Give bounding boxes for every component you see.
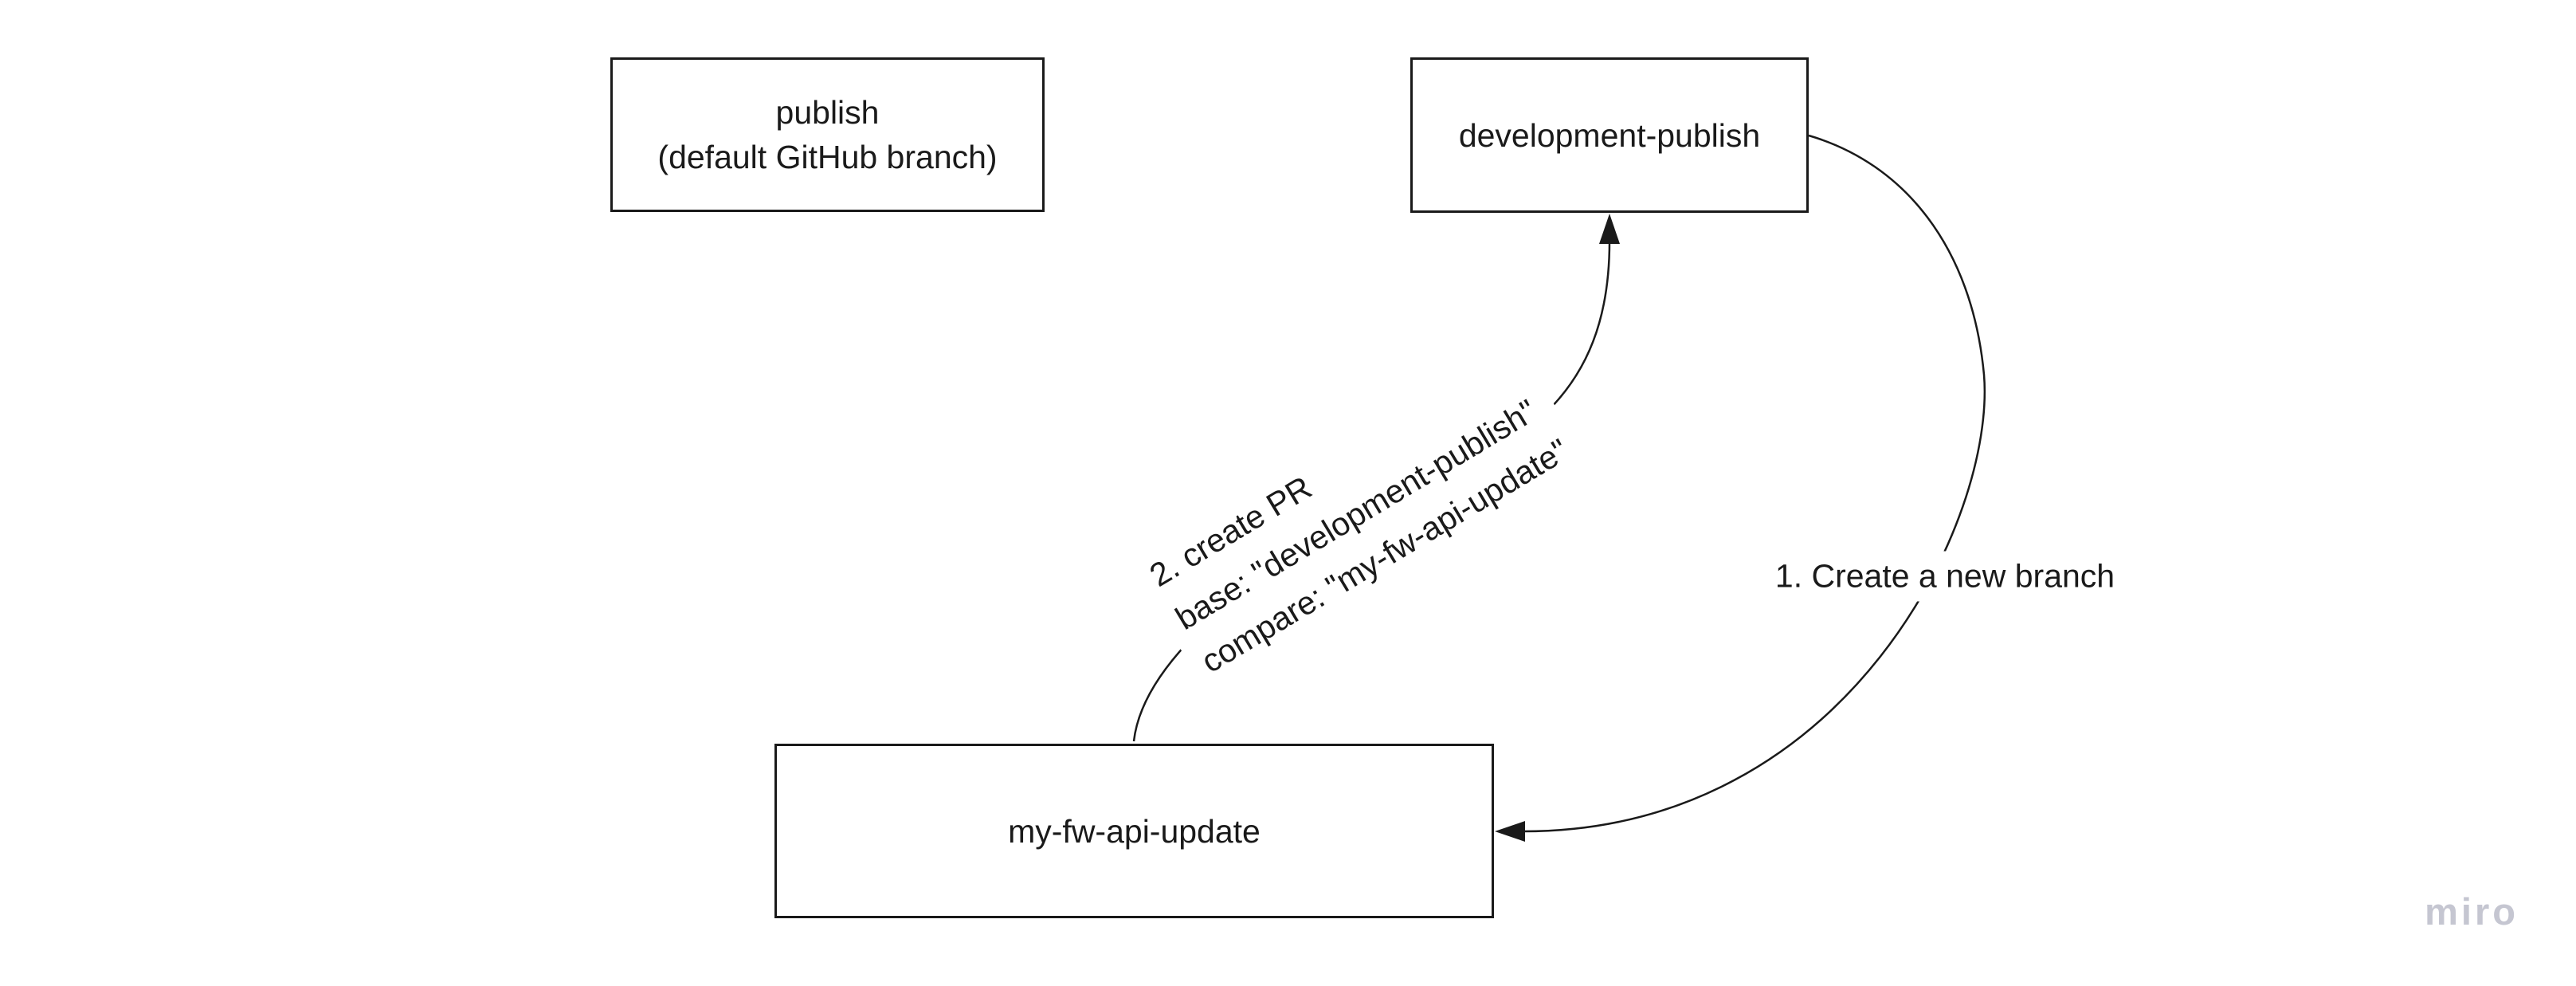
connector-create-branch-arrowhead-icon[interactable] <box>1495 821 1525 842</box>
node-publish[interactable]: publish (default GitHub branch) <box>610 57 1045 212</box>
node-my-fw-api-update-label: my-fw-api-update <box>1008 812 1261 850</box>
connector-create-pr-arrowhead-icon[interactable] <box>1599 214 1620 244</box>
node-publish-label-line1: publish <box>775 94 880 131</box>
connector-label-create-branch[interactable]: 1. Create a new branch <box>1760 551 2130 602</box>
node-my-fw-api-update[interactable]: my-fw-api-update <box>774 744 1494 918</box>
node-development-publish[interactable]: development-publish <box>1410 57 1809 213</box>
node-development-publish-label: development-publish <box>1458 116 1761 154</box>
miro-logo: miro <box>2425 890 2519 933</box>
node-publish-label-line2: (default GitHub branch) <box>657 139 998 175</box>
node-publish-label: publish (default GitHub branch) <box>657 90 997 179</box>
connector-create-branch-line[interactable] <box>1523 134 1986 833</box>
